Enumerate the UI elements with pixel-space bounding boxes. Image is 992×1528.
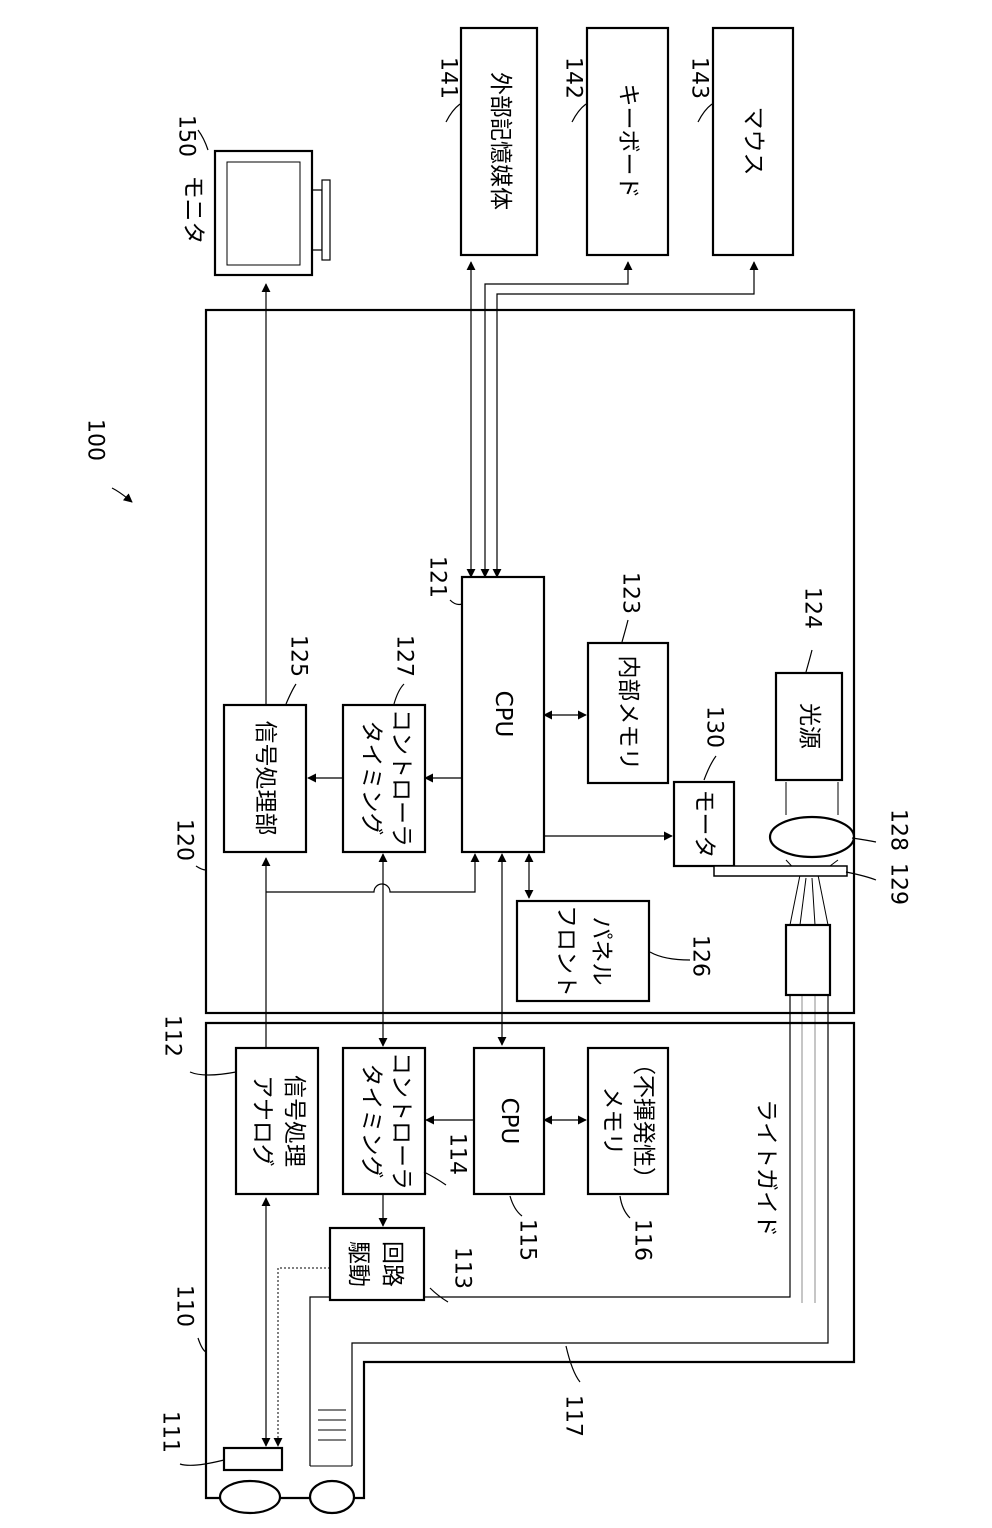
signal-processing-label: 信号処理部 — [252, 721, 278, 836]
drive-to-imager-line — [278, 1268, 330, 1446]
monitor-icon — [215, 151, 330, 275]
timing-controller-114-line1: タイミング — [358, 1064, 384, 1179]
ref-112: 112 — [160, 1015, 185, 1057]
image-sensor — [224, 1448, 282, 1470]
ref-123: 123 — [618, 572, 643, 614]
ref-115: 115 — [515, 1219, 540, 1261]
keyboard-label: キーボード — [615, 84, 641, 199]
ref-110: 110 — [172, 1285, 197, 1327]
ref-130: 130 — [702, 706, 727, 748]
ref-125: 125 — [286, 635, 311, 677]
filter-plate — [714, 866, 847, 876]
motor-label: モータ — [691, 790, 717, 859]
external-storage-label: 外部記憶媒体 — [487, 72, 513, 210]
ref-150: 150 — [174, 115, 199, 157]
ref-113: 113 — [450, 1247, 475, 1289]
cpu-121-label: CPU — [490, 691, 516, 738]
drive-circuit-line1: 駆動 — [345, 1241, 371, 1287]
ref-114: 114 — [445, 1133, 470, 1175]
timing-controller-114-line2: コントローラ — [388, 1052, 414, 1190]
light-guide-label: ライトガイド — [753, 1099, 779, 1237]
ref-126: 126 — [688, 935, 713, 977]
timing-controller-127-line2: コントローラ — [388, 709, 414, 847]
analog-processing-line1: アナログ — [249, 1075, 275, 1167]
condenser-lens — [770, 817, 854, 857]
memory-116-line1: メモリ — [599, 1087, 625, 1156]
cpu-115-label: CPU — [496, 1098, 522, 1145]
ref-142: 142 — [561, 57, 586, 99]
ref-116: 116 — [630, 1219, 655, 1261]
ref-127: 127 — [392, 635, 417, 677]
front-panel-box — [517, 901, 649, 1001]
drive-circuit-box — [330, 1228, 424, 1300]
internal-memory-label: 内部メモリ — [615, 656, 641, 771]
ref-120: 120 — [172, 819, 197, 861]
front-panel-line2: パネル — [588, 917, 614, 986]
timing-controller-127-line1: タイミング — [358, 721, 384, 836]
drive-circuit-line2: 回路 — [379, 1241, 405, 1287]
ref-129: 129 — [886, 863, 911, 905]
mouse-label: マウス — [740, 107, 766, 176]
monitor-label: モニタ — [180, 176, 206, 245]
light-source-label: 光源 — [796, 703, 822, 749]
ref-143: 143 — [687, 57, 712, 99]
ref-100: 100 — [83, 419, 108, 461]
ref-141: 141 — [436, 57, 461, 99]
analog-processing-line2: 信号処理 — [281, 1075, 307, 1167]
ref-117: 117 — [561, 1395, 586, 1437]
ref-128: 128 — [886, 809, 911, 851]
ref-124: 124 — [800, 587, 825, 629]
memory-116-line2: （不揮発性） — [630, 1052, 656, 1190]
objective-lens — [220, 1481, 280, 1513]
illumination-lens — [310, 1481, 354, 1513]
front-panel-line1: フロント — [553, 905, 579, 997]
junction-to-cpu-line — [266, 854, 475, 892]
ref-121: 121 — [425, 556, 450, 598]
ref-111: 111 — [158, 1411, 183, 1453]
